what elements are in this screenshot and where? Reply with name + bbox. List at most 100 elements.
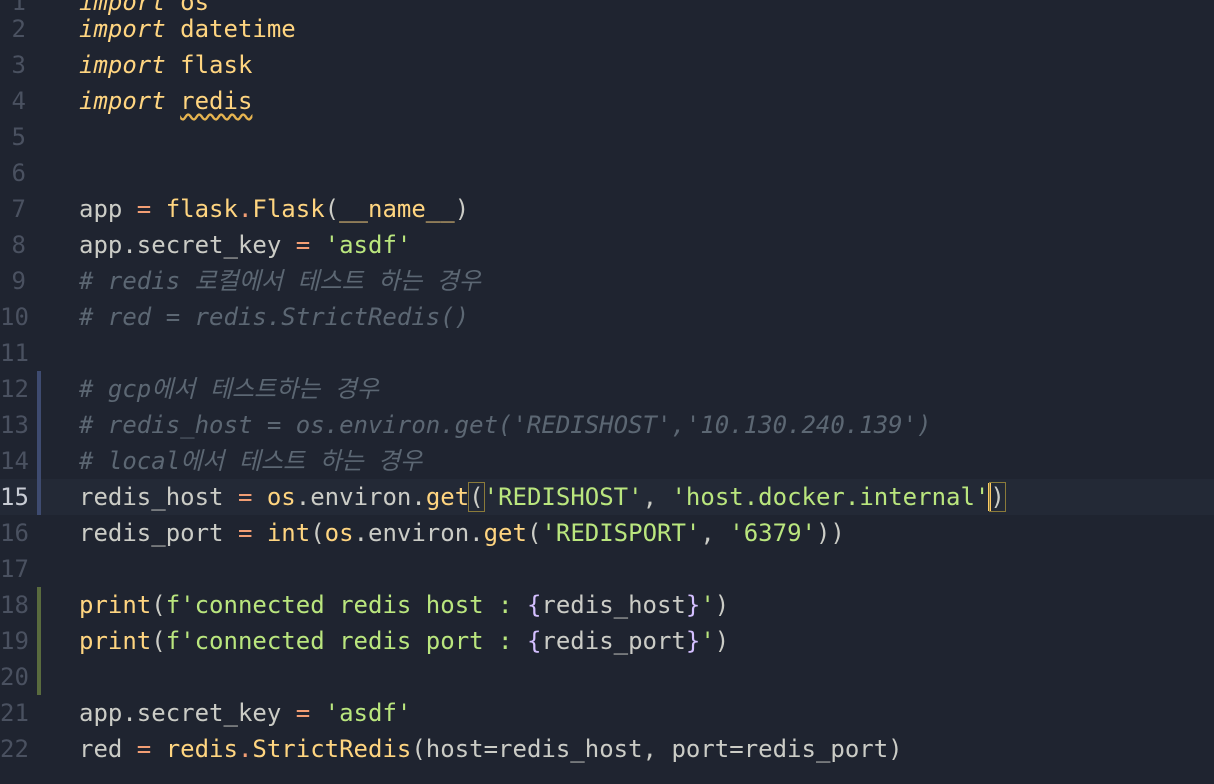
line-number: 17 — [0, 555, 29, 583]
punctuation: )) — [815, 519, 845, 547]
identifier: redis_port — [79, 519, 238, 547]
comment[interactable]: # redis_host = os.environ.get('REDISHOST… — [79, 411, 932, 439]
punctuation: , — [642, 483, 672, 511]
unresolved-import-warning[interactable]: redis — [180, 87, 253, 115]
code-line-23[interactable] — [0, 767, 1214, 784]
interpolation-brace: } — [685, 591, 701, 619]
code-text[interactable]: app.secret_key = 'asdf' — [79, 231, 411, 259]
code-line-14[interactable]: 14 # local에서 테스트 하는 경우 — [0, 443, 1214, 479]
code-text[interactable]: redis_host = os.environ.get('REDISHOST',… — [79, 482, 1006, 512]
fstring-literal: f'connected redis host : — [165, 591, 527, 619]
module-name: flask — [165, 51, 253, 79]
punctuation: ) — [454, 195, 470, 223]
interpolated-variable: redis_port — [541, 627, 686, 655]
comment[interactable]: # redis 로컬에서 테스트 하는 경우 — [79, 267, 481, 295]
code-line-21[interactable]: 21 app.secret_key = 'asdf' — [0, 695, 1214, 731]
call-arguments: (host=redis_host, port=redis_port) — [411, 735, 903, 763]
identifier: app.secret_key — [79, 231, 296, 259]
code-line-22[interactable]: 22 red = redis.StrictRedis(host=redis_ho… — [0, 731, 1214, 767]
keyword: import — [79, 15, 166, 43]
builtin-function: print — [79, 627, 152, 655]
string-literal: 'host.docker.internal' — [671, 483, 990, 511]
comment[interactable]: # gcp에서 테스트하는 경우 — [79, 375, 379, 403]
code-text[interactable]: print(f'connected redis port : {redis_po… — [79, 627, 729, 655]
string-literal: 'asdf' — [310, 699, 412, 727]
code-line-6[interactable]: 6 — [0, 155, 1214, 191]
line-number: 19 — [0, 627, 29, 655]
modified-gutter-marker[interactable] — [37, 479, 41, 515]
comment[interactable]: # local에서 테스트 하는 경우 — [79, 447, 423, 475]
code-line-9[interactable]: 9 # redis 로컬에서 테스트 하는 경우 — [0, 263, 1214, 299]
comment[interactable]: # red = redis.StrictRedis() — [79, 303, 470, 331]
modified-gutter-marker[interactable] — [37, 407, 41, 443]
line-number: 9 — [11, 267, 26, 295]
matching-bracket-close: ) — [989, 482, 1006, 512]
code-line-11[interactable]: 11 — [0, 335, 1214, 371]
code-line-13[interactable]: 13 # redis_host = os.environ.get('REDISH… — [0, 407, 1214, 443]
identifier: app — [79, 195, 137, 223]
keyword: import — [79, 87, 166, 115]
code-line-16[interactable]: 16 redis_port = int(os.environ.get('REDI… — [0, 515, 1214, 551]
code-line-12[interactable]: 12 # gcp에서 테스트하는 경우 — [0, 371, 1214, 407]
line-number: 16 — [0, 519, 29, 547]
code-line-1[interactable]: 1 import os — [0, 0, 1214, 20]
code-line-10[interactable]: 10 # red = redis.StrictRedis() — [0, 299, 1214, 335]
code-text[interactable]: import flask — [79, 51, 252, 79]
operator: . — [237, 195, 253, 223]
matching-bracket-open: ( — [468, 482, 485, 512]
line-number: 10 — [0, 303, 29, 331]
class-name: StrictRedis — [252, 735, 412, 763]
identifier: red — [79, 735, 137, 763]
code-text[interactable]: print(f'connected redis host : {redis_ho… — [79, 591, 729, 619]
code-line-17[interactable]: 17 — [0, 551, 1214, 587]
interpolated-variable: redis_host — [541, 591, 686, 619]
string-literal: '6379' — [729, 519, 816, 547]
identifier: app.secret_key — [79, 699, 296, 727]
line-number: 21 — [0, 699, 29, 727]
code-text[interactable]: redis_port = int(os.environ.get('REDISPO… — [79, 519, 845, 547]
code-text[interactable]: app = flask.Flask(__name__) — [79, 195, 469, 223]
fstring-literal: f'connected redis port : — [165, 627, 527, 655]
code-line-8[interactable]: 8 app.secret_key = 'asdf' — [0, 227, 1214, 263]
class-name: Flask — [252, 195, 325, 223]
code-text[interactable]: red = redis.StrictRedis(host=redis_host,… — [79, 735, 903, 763]
string-literal: 'REDISPORT' — [541, 519, 701, 547]
line-number: 5 — [11, 123, 26, 151]
added-gutter-marker[interactable] — [37, 623, 41, 659]
operator: = — [136, 735, 152, 763]
code-text[interactable]: import redis — [79, 87, 252, 115]
attribute-access: .environ. — [295, 483, 426, 511]
operator: . — [237, 735, 253, 763]
code-text[interactable]: import datetime — [79, 15, 296, 43]
line-number: 12 — [0, 375, 29, 403]
punctuation: ( — [324, 195, 340, 223]
line-number: 22 — [0, 735, 29, 763]
modified-gutter-marker[interactable] — [37, 371, 41, 407]
line-number: 11 — [0, 339, 29, 367]
identifier: redis_host — [79, 483, 238, 511]
attribute-access: .environ. — [353, 519, 484, 547]
operator: = — [237, 519, 253, 547]
code-text[interactable]: app.secret_key = 'asdf' — [79, 699, 411, 727]
operator: = — [237, 483, 253, 511]
code-line-20[interactable]: 20 — [0, 659, 1214, 695]
added-gutter-marker[interactable] — [37, 587, 41, 623]
line-number: 1 — [11, 0, 26, 16]
code-line-5[interactable]: 5 — [0, 119, 1214, 155]
code-text[interactable]: import os — [79, 0, 209, 16]
code-line-3[interactable]: 3 import flask — [0, 47, 1214, 83]
added-gutter-marker[interactable] — [37, 659, 41, 695]
code-line-2[interactable]: 2 import datetime — [0, 11, 1214, 47]
code-line-15-current[interactable]: 15 redis_host = os.environ.get('REDISHOS… — [0, 479, 1214, 515]
string-literal: 'asdf' — [310, 231, 412, 259]
operator: = — [295, 699, 311, 727]
code-line-19[interactable]: 19 print(f'connected redis port : {redis… — [0, 623, 1214, 659]
modified-gutter-marker[interactable] — [37, 443, 41, 479]
module-name: os — [252, 483, 296, 511]
interpolation-brace: { — [526, 591, 542, 619]
module-name: os — [324, 519, 354, 547]
code-line-18[interactable]: 18 print(f'connected redis host : {redis… — [0, 587, 1214, 623]
code-line-4[interactable]: 4 import redis — [0, 83, 1214, 119]
code-line-7[interactable]: 7 app = flask.Flask(__name__) — [0, 191, 1214, 227]
